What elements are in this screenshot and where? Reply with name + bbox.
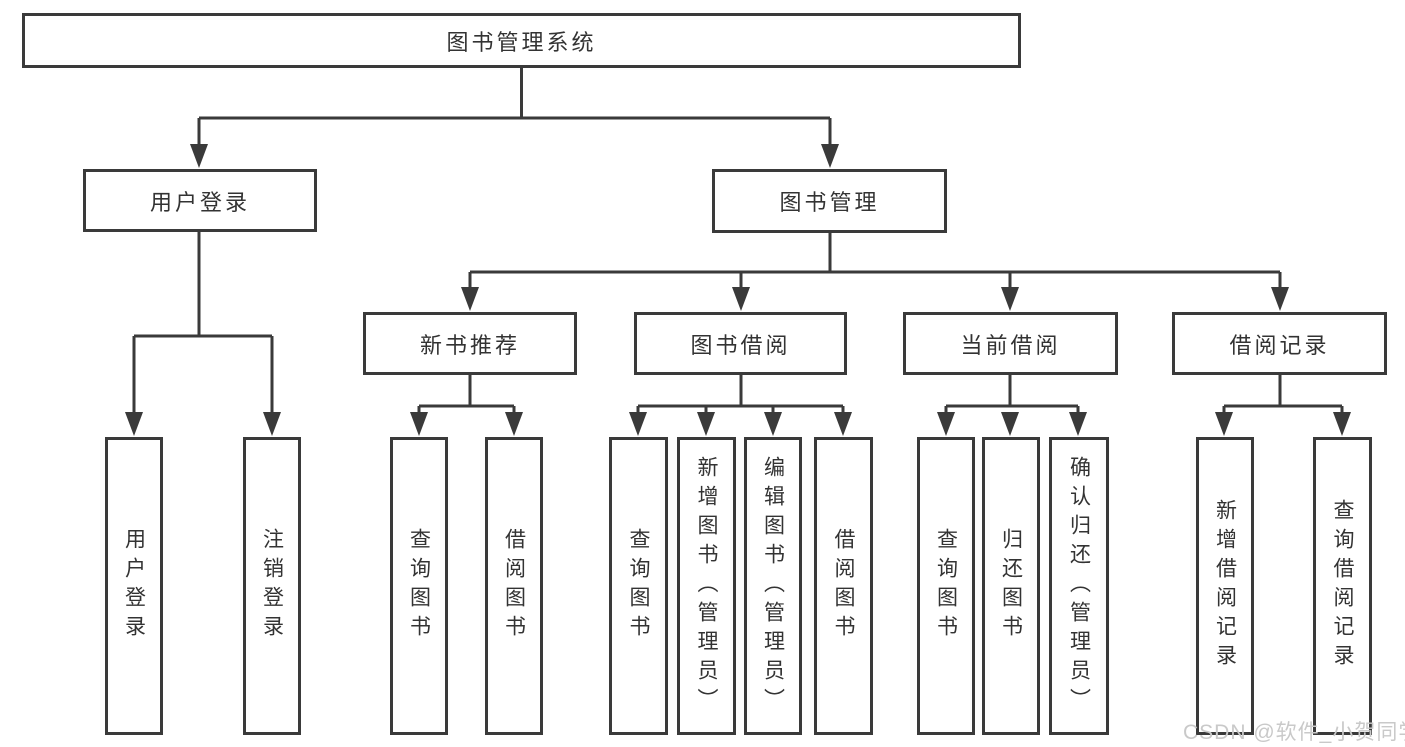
leaf-edit-books-admin: 编辑图书（管理员） (744, 437, 802, 735)
node-label: 编辑图书（管理员） (761, 455, 785, 717)
node-label: 查询借阅记录 (1331, 499, 1354, 673)
node-label: 图书借阅 (690, 332, 791, 358)
leaf-add-books-admin: 新增图书（管理员） (677, 437, 736, 735)
csdn-watermark: CSDN @软件_小贺同学 (1183, 721, 1405, 744)
node-label: 用户登录 (122, 528, 146, 644)
node-label: 图书管理系统 (446, 29, 597, 55)
node-label: 新书推荐 (419, 332, 520, 358)
node-label: 借阅图书 (502, 528, 526, 644)
node-label: 查询图书 (934, 528, 958, 644)
arrowheads (125, 144, 1351, 436)
leaf-logout: 注销登录 (243, 437, 301, 735)
node-book-management: 图书管理 (712, 169, 947, 233)
leaf-query-books-recommend: 查询图书 (390, 437, 448, 735)
node-new-book-recommend: 新书推荐 (363, 312, 577, 375)
node-label: 确认归还（管理员） (1067, 455, 1091, 717)
node-label: 注销登录 (260, 528, 284, 644)
node-label: 查询图书 (407, 528, 431, 644)
leaf-confirm-return-admin: 确认归还（管理员） (1049, 437, 1109, 735)
leaf-query-books-borrow: 查询图书 (609, 437, 668, 735)
node-borrow-records: 借阅记录 (1172, 312, 1387, 375)
node-current-borrowing: 当前借阅 (903, 312, 1118, 375)
leaf-borrow-books-recommend: 借阅图书 (485, 437, 543, 735)
node-label: 归还图书 (999, 528, 1023, 644)
node-label: 查询图书 (627, 528, 650, 644)
node-label: 新增图书（管理员） (695, 455, 718, 717)
node-label: 借阅图书 (832, 528, 855, 644)
leaf-add-borrow-record: 新增借阅记录 (1196, 437, 1254, 735)
node-book-borrowing: 图书借阅 (634, 312, 847, 375)
leaf-query-borrow-record: 查询借阅记录 (1313, 437, 1372, 735)
node-label: 当前借阅 (960, 332, 1061, 358)
leaf-return-books: 归还图书 (982, 437, 1040, 735)
leaf-query-books-current: 查询图书 (917, 437, 975, 735)
leaf-borrow-books: 借阅图书 (814, 437, 873, 735)
leaf-user-login: 用户登录 (105, 437, 163, 735)
node-label: 新增借阅记录 (1213, 499, 1237, 673)
node-label: 图书管理 (779, 190, 880, 215)
node-label: 用户登录 (149, 189, 250, 215)
node-user-login: 用户登录 (83, 169, 317, 232)
node-label: 借阅记录 (1229, 332, 1330, 358)
node-root-system: 图书管理系统 (22, 13, 1021, 68)
